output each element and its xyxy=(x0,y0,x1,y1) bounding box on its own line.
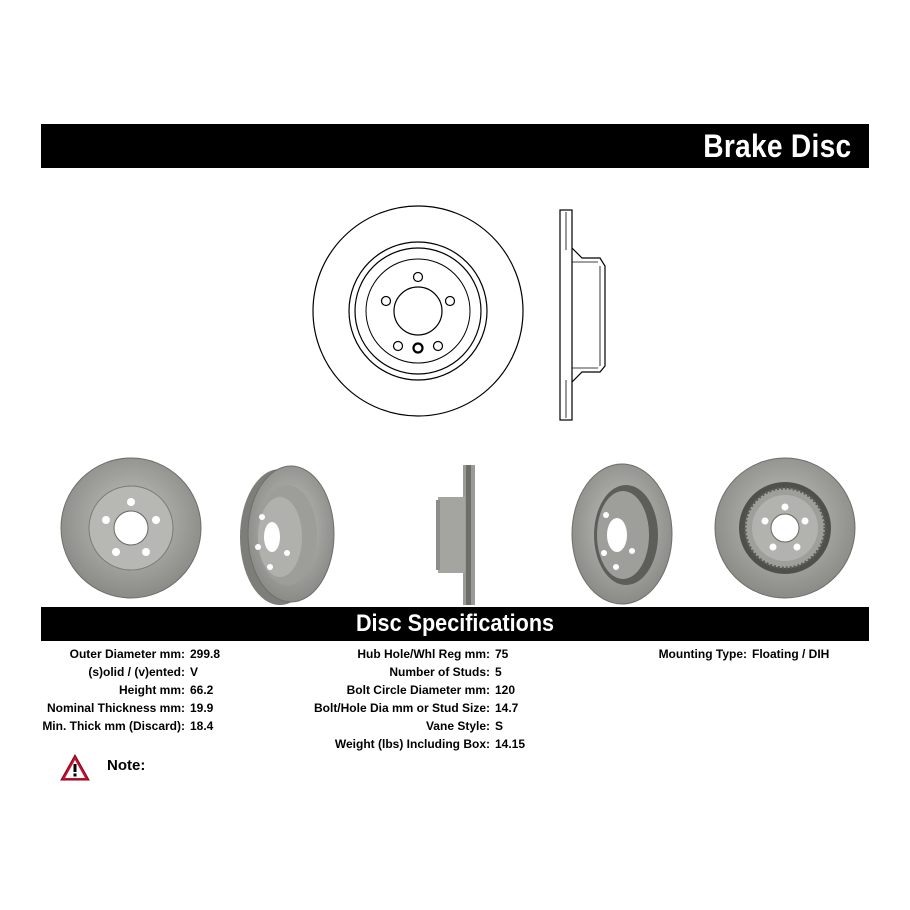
spec-value: 18.4 xyxy=(190,719,214,733)
spec-column-1: Outer Diameter mm: 299.8 (s)olid / (v)en… xyxy=(0,645,260,735)
spec-value: 120 xyxy=(495,683,516,697)
title-bar: Brake Disc xyxy=(41,124,869,168)
spec-label: Weight (lbs) Including Box: xyxy=(334,737,490,751)
spec-value: V xyxy=(190,665,199,679)
spec-label: Outer Diameter mm: xyxy=(69,647,185,661)
spec-row: Min. Thick mm (Discard): 18.4 xyxy=(0,717,260,735)
disc-photo-angled xyxy=(240,465,335,605)
spec-row: Weight (lbs) Including Box: 14.15 xyxy=(0,735,560,753)
product-photos xyxy=(60,457,856,605)
spec-row: Nominal Thickness mm: 19.9 xyxy=(0,699,260,717)
spec-value: S xyxy=(495,719,504,733)
specifications-bar: Disc Specifications xyxy=(41,607,869,641)
spec-row: Bolt/Hole Dia mm or Stud Size: 14.7 xyxy=(0,699,560,717)
warning-icon xyxy=(60,753,90,781)
disc-photo-side xyxy=(436,465,475,605)
note: Note: xyxy=(60,753,145,782)
spec-label: Nominal Thickness mm: xyxy=(46,701,185,715)
spec-label: Min. Thick mm (Discard): xyxy=(42,719,185,733)
spec-label: (s)olid / (v)ented: xyxy=(88,665,185,679)
spec-label: Hub Hole/Whl Reg mm: xyxy=(357,647,490,661)
spec-label: Height mm: xyxy=(119,683,185,697)
spec-value: 14.7 xyxy=(495,701,519,715)
front-view-drawing xyxy=(312,205,524,417)
spec-label: Bolt Circle Diameter mm: xyxy=(346,683,490,697)
spec-column-2: Hub Hole/Whl Reg mm: 75 Number of Studs:… xyxy=(0,645,560,753)
specifications-title: Disc Specifications xyxy=(355,610,555,637)
spec-value: 14.15 xyxy=(495,737,526,751)
side-view-drawing xyxy=(559,209,606,421)
spec-row: Number of Studs: 5 xyxy=(0,663,560,681)
spec-label: Number of Studs: xyxy=(389,665,490,679)
spec-row: Mounting Type: Floating / DIH xyxy=(0,645,830,663)
disc-photo-rear xyxy=(714,457,856,599)
spec-value: Floating / DIH xyxy=(752,647,830,661)
spec-value: 299.8 xyxy=(190,647,221,661)
spec-value: 19.9 xyxy=(190,701,214,715)
spec-label: Mounting Type: xyxy=(658,647,747,661)
spec-label: Vane Style: xyxy=(425,719,490,733)
spec-value: 75 xyxy=(495,647,509,661)
spec-value: 66.2 xyxy=(190,683,214,697)
spec-row: Vane Style: S xyxy=(0,717,560,735)
disc-photo-rear-angled xyxy=(571,463,673,605)
spec-row: Hub Hole/Whl Reg mm: 75 xyxy=(0,645,560,663)
spec-label: Bolt/Hole Dia mm or Stud Size: xyxy=(313,701,490,715)
note-label: Note: xyxy=(107,757,146,774)
spec-row: (s)olid / (v)ented: V xyxy=(0,663,260,681)
spec-row: Outer Diameter mm: 299.8 xyxy=(0,645,260,663)
disc-photo-front xyxy=(60,457,202,599)
page-title: Brake Disc xyxy=(702,128,851,164)
spec-row: Height mm: 66.2 xyxy=(0,681,260,699)
technical-drawing xyxy=(312,205,606,421)
spec-column-3: Mounting Type: Floating / DIH xyxy=(0,645,830,663)
spec-row: Bolt Circle Diameter mm: 120 xyxy=(0,681,560,699)
spec-value: 5 xyxy=(495,665,502,679)
